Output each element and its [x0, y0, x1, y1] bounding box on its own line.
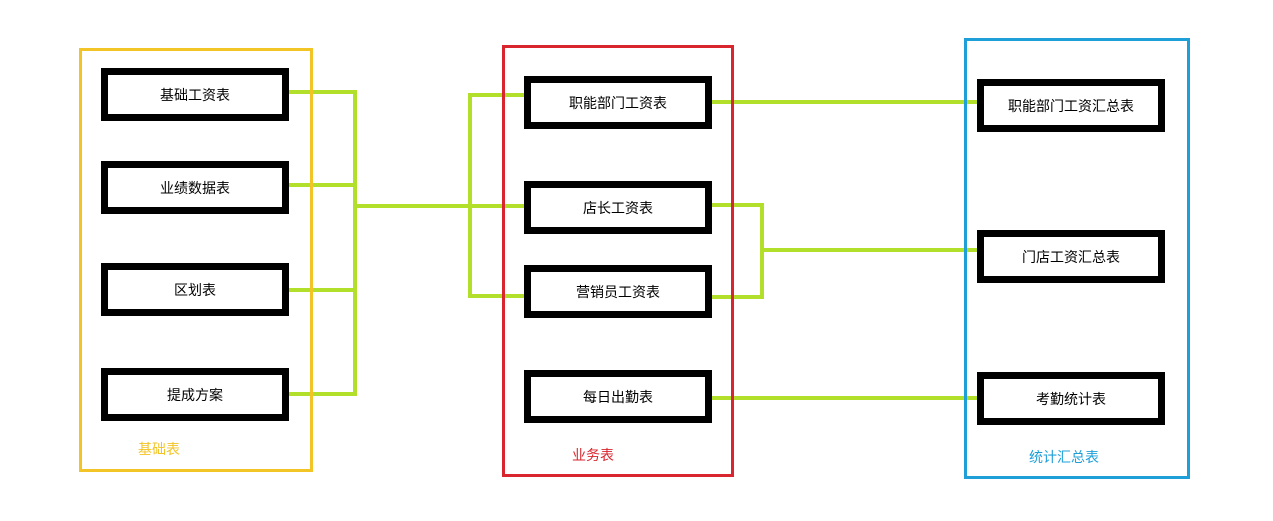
node-dept-summary: 职能部门工资汇总表: [977, 79, 1165, 132]
business-tables-label: 业务表: [572, 448, 614, 464]
base-tables-group: [79, 48, 313, 472]
node-sales-salary: 营销员工资表: [524, 265, 712, 318]
base-tables-label: 基础表: [138, 442, 180, 458]
node-performance-data: 业绩数据表: [101, 161, 289, 214]
node-attendance-stats: 考勤统计表: [977, 372, 1165, 425]
business-tables-group: [502, 45, 734, 477]
node-manager-salary: 店长工资表: [524, 181, 712, 234]
node-commission-plan: 提成方案: [101, 368, 289, 421]
node-district: 区划表: [101, 263, 289, 316]
node-daily-attendance: 每日出勤表: [524, 370, 712, 423]
summary-tables-label: 统计汇总表: [1029, 450, 1099, 466]
node-dept-salary: 职能部门工资表: [524, 76, 712, 129]
node-base-salary: 基础工资表: [101, 68, 289, 121]
summary-tables-group: [964, 38, 1190, 479]
node-store-summary: 门店工资汇总表: [977, 230, 1165, 283]
